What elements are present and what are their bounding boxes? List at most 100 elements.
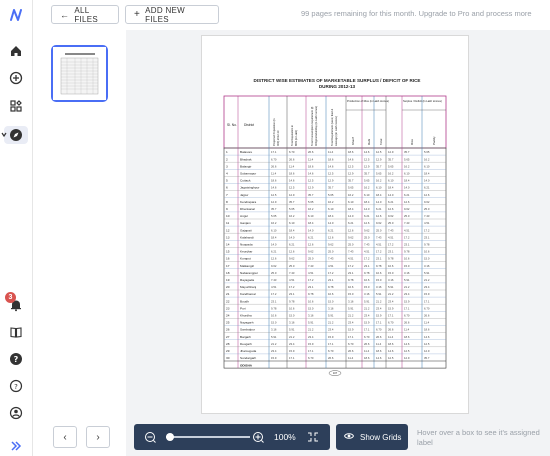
row-cell-value: 11.4 [388,335,394,339]
row-cell-value: 18.4 [364,200,370,204]
row-number: 24 [226,314,230,318]
row-number: 17 [226,264,230,268]
apps-icon[interactable] [8,98,24,114]
add-circle-icon[interactable] [8,70,24,86]
row-cell-value: 23.1 [289,292,295,296]
row-cell-value: 14.6 [328,164,334,168]
header-total-equivalent-line2: 86% (in Lakh) [294,130,298,146]
row-cell-value: 4.51 [289,278,295,282]
header-seed-feed-line2: wastage) (in Lakh tonnes) [334,116,338,146]
row-number: 21 [226,292,230,296]
row-cell-value: 14.0 [404,186,410,190]
all-files-button[interactable]: ← ALL FILES [51,5,119,24]
row-cell-value: 18.4 [289,228,295,232]
account-icon[interactable] [8,405,24,421]
row-number: 26 [226,328,230,332]
row-cell-value: 9.62 [289,257,295,261]
row-cell-value: 23.1 [388,250,394,254]
row-cell-value: 16.2 [308,207,314,211]
row-number: 11 [226,221,229,225]
row-cell-value: 23.4 [348,321,354,325]
row-cell-value: 14.6 [424,335,430,339]
page-thumbnail[interactable] [51,45,108,102]
row-cell-value: 17.2 [328,271,334,275]
bell-icon[interactable] [8,297,24,313]
row-cell-value: 12.9 [364,164,370,168]
row-cell-value: 18.6 [376,349,382,353]
left-rail: 3 ? ? [0,0,33,456]
compass-icon[interactable] [8,127,24,143]
zoom-out-icon[interactable] [145,432,156,443]
row-cell-value: 12.9 [328,179,334,183]
row-district: Boudh [240,299,249,303]
logo-icon[interactable] [8,7,24,23]
home-icon[interactable] [8,43,24,59]
collapse-sidebar-icon[interactable] [8,438,24,454]
row-cell-value: 18.4 [348,207,354,211]
row-cell-value: 21.2 [376,299,382,303]
row-number: 1 [226,150,228,154]
help-outline-icon[interactable]: ? [8,378,24,394]
row-cell-value: 9.78 [308,292,314,296]
header-district: District [244,123,254,127]
row-cell-value: 7.43 [348,250,354,254]
row-cell-value: 6.21 [289,243,295,247]
thumbnail-panel: ‹ › [33,30,126,456]
row-cell-value: 25.0 [348,243,354,247]
add-new-files-button[interactable]: + ADD NEW FILES [125,5,219,24]
add-new-files-label: ADD NEW FILES [145,5,186,24]
row-number: 9 [226,207,228,211]
row-cell-value: 7.43 [388,228,394,232]
row-cell-value: 23.4 [364,314,370,318]
row-cell-value: 15.9 [289,349,295,353]
row-cell-value: 3.16 [328,306,334,310]
zoom-toolbar: 100% [134,424,330,450]
help-filled-icon[interactable]: ? [8,351,24,367]
row-cell-value: 23.4 [308,335,314,339]
row-cell-value: 7.43 [308,264,314,268]
row-cell-value: 17.1 [424,299,430,303]
row-cell-value: 6.21 [376,207,382,211]
row-cell-value: 14.6 [388,349,394,353]
row-cell-value: 18.6 [388,342,394,346]
row-cell-value: 18.6 [328,157,334,161]
document-page[interactable]: DISTRICT WISE ESTIMATES OF MARKETABLE SU… [201,35,469,414]
row-cell-value: 17.2 [308,278,314,282]
header-projected-population-line2: 000) 2012-13 [276,130,280,146]
row-cell-value: 9.62 [364,228,370,232]
row-cell-value: 18.4 [328,214,334,218]
row-cell-value: 12.6 [308,243,314,247]
prev-page-button[interactable]: ‹ [53,426,77,448]
row-cell-value: 3.16 [424,264,430,268]
show-grids-button[interactable]: Show Grids [336,424,408,450]
row-cell-value: 9.62 [388,214,394,218]
row-cell-value: 10.6 [376,271,382,275]
header-projected-population-line1: Projected Population (in [272,118,276,146]
row-district: Keonjhar [240,250,252,254]
row-district: Subarnapur [240,172,256,176]
zoom-slider[interactable] [166,433,250,441]
row-cell-value: 15.0 [376,278,382,282]
row-cell-value: 23.4 [424,285,430,289]
row-cell-value: 16.2 [424,157,430,161]
row-cell-value: 9.78 [271,306,277,310]
row-cell-value: 15.0 [364,285,370,289]
row-cell-value: 16.2 [404,164,410,168]
next-page-button[interactable]: › [86,426,110,448]
row-cell-value: 9.78 [328,285,334,289]
row-cell-value: 26.6 [289,157,295,161]
zoom-in-icon[interactable] [253,432,264,443]
show-grids-label: Show Grids [360,432,402,442]
fit-screen-icon[interactable] [308,432,318,442]
expand-chevron-icon[interactable] [0,127,8,143]
row-cell-value: 14.6 [376,356,382,360]
document-title-line2: DURING 2012-13 [318,84,356,89]
row-cell-value: 6.10 [376,186,382,190]
row-cell-value: 16.2 [388,172,394,176]
book-icon[interactable] [8,324,24,340]
row-cell-value: 9.62 [348,235,354,239]
header-rice: Rice [410,139,414,145]
pages-remaining-message[interactable]: 99 pages remaining for this month. Upgra… [301,9,532,18]
row-district: Khordha [240,314,252,318]
row-cell-value: 35.7 [364,172,370,176]
